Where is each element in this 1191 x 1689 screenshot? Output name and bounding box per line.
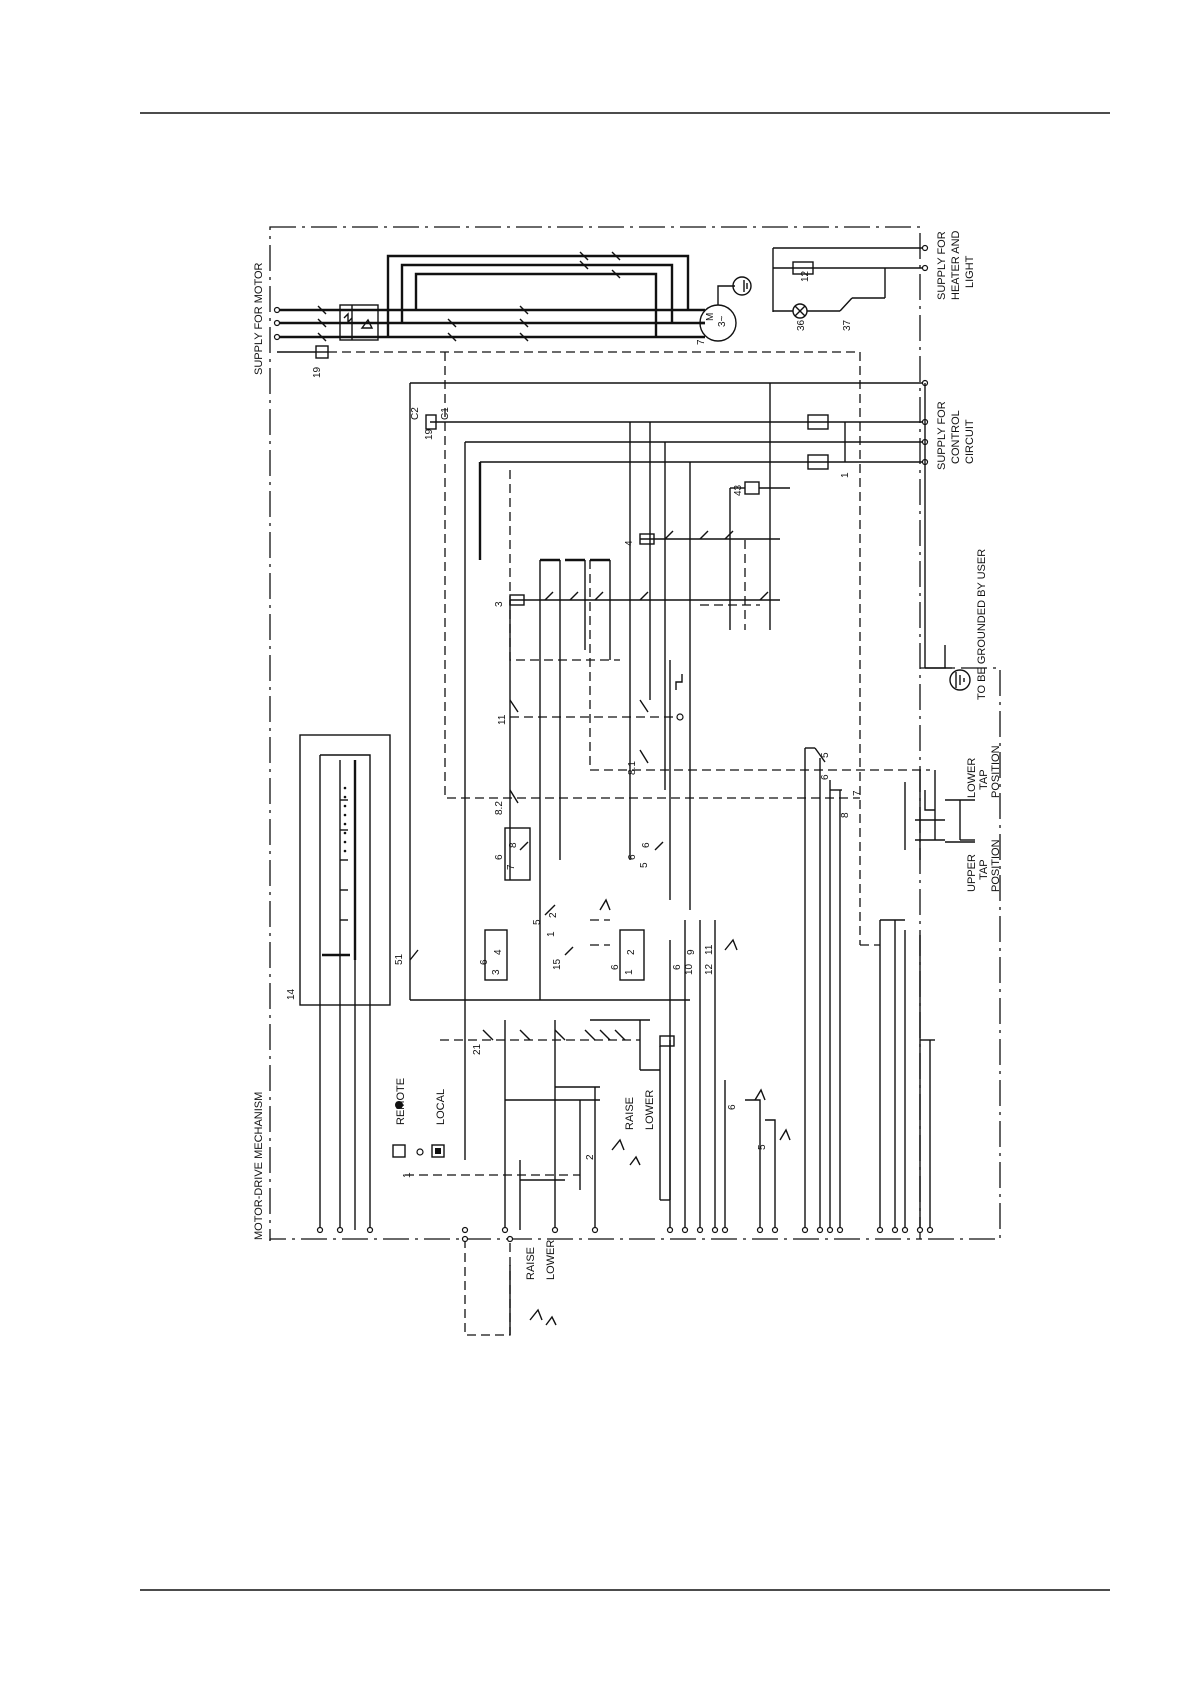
ref-43: 43 [733, 484, 744, 496]
ref-7-tap: 7 [852, 790, 863, 796]
ref-8-b: 8 [508, 842, 519, 848]
ref-11: 11 [497, 714, 508, 725]
ref-7-b: 7 [506, 864, 517, 870]
ref-6-f: 6 [672, 964, 683, 970]
supply-heater-line2: HEATER AND [950, 230, 962, 300]
ref-1-d: 1 [624, 969, 635, 975]
ref-5-tap: 5 [820, 752, 831, 758]
ref-3: 3 [494, 601, 505, 607]
ref-c2: C2 [410, 407, 421, 420]
position-indicator: 14 [286, 734, 391, 1230]
ground-icon [949, 669, 971, 691]
remote-selector-box[interactable] [392, 1144, 406, 1158]
ref-3-a: 3 [491, 969, 502, 975]
user-ground [924, 383, 971, 691]
coil-raise-lower [659, 1035, 675, 1047]
ref-9: 9 [686, 949, 697, 955]
supply-control-line1: SUPPLY FOR [936, 401, 948, 470]
ref-6-tap: 6 [820, 774, 831, 780]
supply-heater-line3: LIGHT [964, 255, 976, 288]
ref-7-motor: 7 [696, 339, 707, 345]
ref-8-2: 8.2 [494, 801, 505, 815]
terminal-row [316, 1226, 934, 1234]
motor-letter: M [705, 313, 716, 321]
ref-6-g: 6 [727, 1104, 738, 1110]
ref-11-f: 11 [704, 944, 715, 955]
ref-2-e: 2 [548, 912, 559, 918]
ref-1-selector: 1 [402, 1172, 413, 1178]
remote-label: REMOTE [395, 1078, 407, 1125]
grounded-label: TO BE GROUNDED BY USER [976, 549, 988, 700]
lower-tap-line1: LOWER [966, 758, 978, 798]
ref-12-heater: 12 [800, 270, 811, 282]
ref-37-door-switch: 37 [842, 319, 853, 331]
ref-12-f: 12 [704, 963, 715, 975]
motor-ground-icon [732, 276, 752, 296]
ref-21: 21 [472, 1043, 483, 1055]
ref-6-b: 6 [494, 854, 505, 860]
indicator-box [299, 734, 391, 1006]
motor-drive-label: MOTOR-DRIVE MECHANISM [253, 1092, 265, 1240]
ref-8-1: 8.1 [627, 761, 638, 775]
upper-tap-line3: POSITION [990, 839, 1002, 892]
tap-position-contacts: 5 6 8 7 LOWER TAP POSITION UPPER TAP POS… [804, 745, 1002, 1230]
ref-4-a: 4 [493, 949, 504, 955]
raise-label-internal: RAISE [624, 1097, 636, 1130]
ref-6-d: 6 [610, 964, 621, 970]
ref-1-ctrl: 1 [840, 472, 851, 478]
lower-tap-line3: POSITION [990, 745, 1002, 798]
motor-power-circuit: M 3~ 7 19 [273, 251, 880, 946]
upper-tap-line2: TAP [978, 859, 990, 880]
motor-breaker [339, 304, 379, 341]
motor-drive-enclosure [269, 226, 921, 1240]
operation-controls: 21 REMOTE LOCAL 1 2 RAISE LOWER 6 5 [392, 1019, 791, 1336]
relay-43 [744, 481, 760, 495]
ref-8-tap: 8 [840, 812, 851, 818]
upper-tap-line1: UPPER [966, 854, 978, 892]
supply-motor-label: SUPPLY FOR MOTOR [253, 262, 265, 375]
remote-dot-icon [395, 1101, 403, 1109]
c-coil [425, 414, 437, 430]
local-selector-box[interactable] [431, 1144, 445, 1158]
supply-control-line3: CIRCUIT [964, 419, 976, 464]
ref-19-top: 19 [312, 366, 323, 378]
ref-2-selector: 2 [585, 1154, 596, 1160]
control-logic: 3 4 11 [394, 352, 930, 1230]
supply-heater-line1: SUPPLY FOR [936, 231, 948, 300]
ref-6-c: 6 [627, 854, 638, 860]
ref-6-c2: 6 [641, 842, 652, 848]
lower-label-external: LOWER [545, 1240, 557, 1280]
ref-5-g: 5 [757, 1144, 768, 1150]
ref-5-e: 5 [532, 919, 543, 925]
terminal-enclosure [920, 667, 1001, 1240]
lower-label-internal: LOWER [644, 1090, 656, 1130]
ref-5-c: 5 [639, 862, 650, 868]
ref-36-lamp: 36 [796, 319, 807, 331]
heater-resistor [792, 261, 814, 275]
local-label: LOCAL [435, 1089, 447, 1125]
ref-1-e: 1 [546, 931, 557, 937]
ref-2-d: 2 [626, 949, 637, 955]
raise-label-external: RAISE [525, 1247, 537, 1280]
heater-light-circuit: 12 36 37 [772, 244, 929, 331]
ref-10: 10 [684, 963, 695, 975]
ref-14: 14 [286, 988, 297, 1000]
ref-51: 51 [394, 953, 405, 965]
motor-phase: 3~ [717, 315, 728, 327]
ref-15: 15 [552, 958, 563, 970]
lower-tap-line2: TAP [978, 769, 990, 790]
ctrl-fuse-2 [807, 454, 829, 470]
control-supply-circuit: C2 C1 19 1 43 [409, 379, 929, 1160]
ctrl-fuse-1 [807, 414, 829, 430]
ref-19-ctrl: 19 [424, 428, 435, 440]
supply-control-line2: CONTROL [950, 410, 962, 464]
